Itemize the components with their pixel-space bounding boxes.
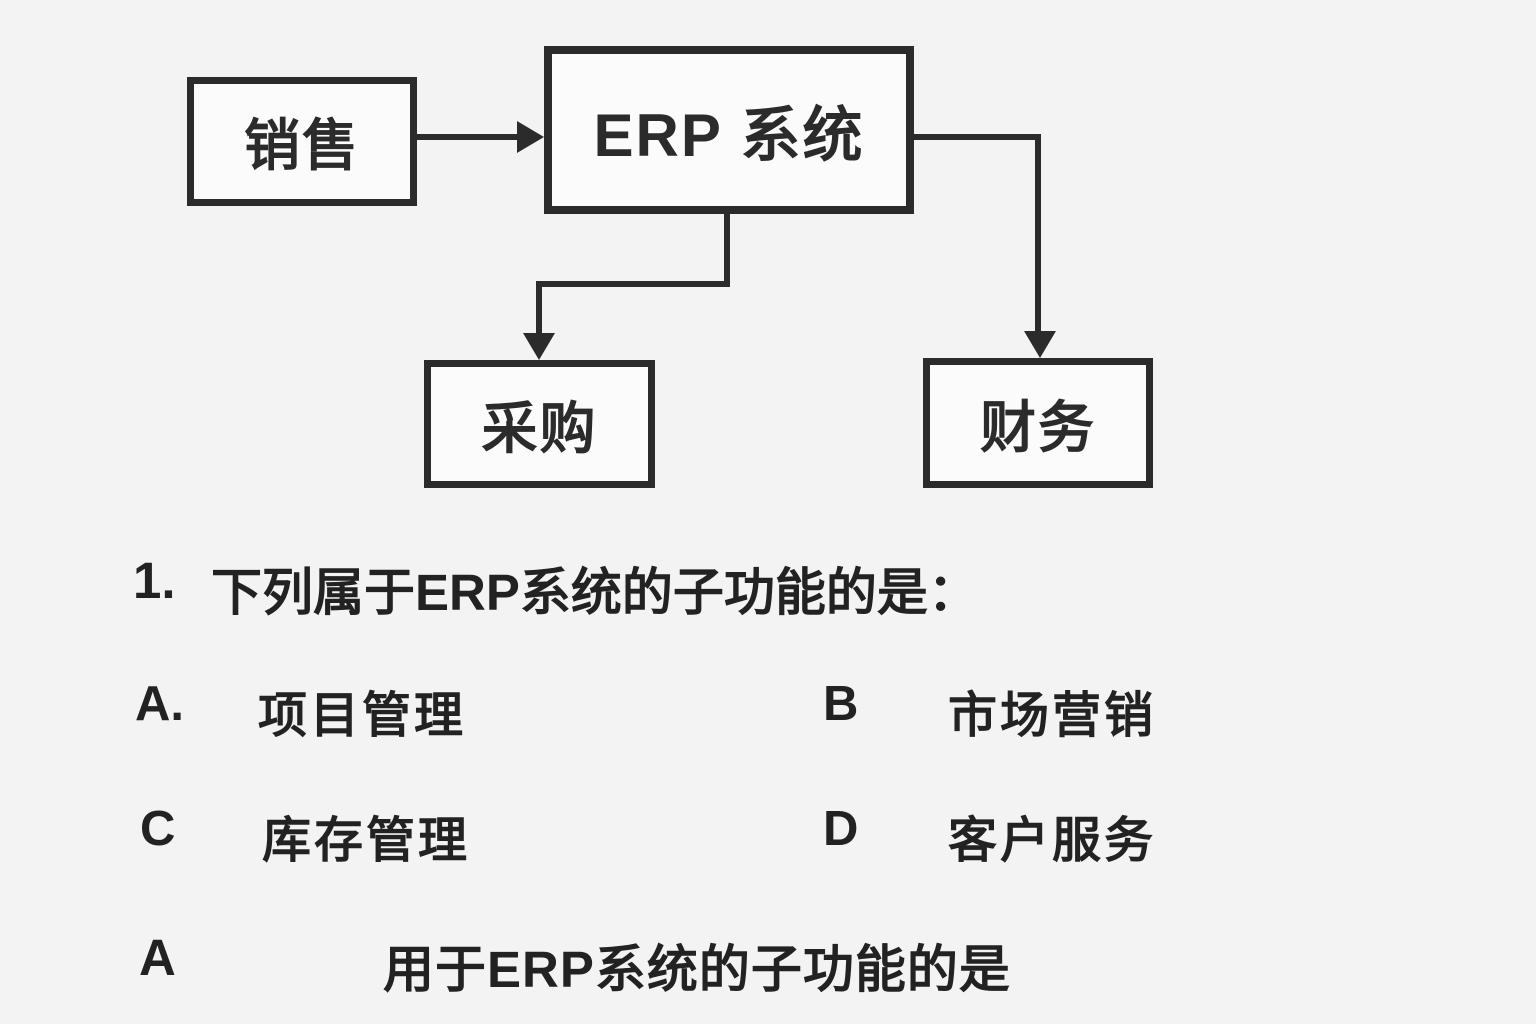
option-d-label: D [823, 802, 859, 856]
flowchart-node-finance-label: 财务 [980, 395, 1096, 459]
connector-sales-to-erp [415, 134, 520, 140]
connector-erp-to-finance-across [911, 134, 1041, 140]
arrowhead-into-purchase-icon [523, 333, 555, 360]
flowchart-node-finance: 财务 [923, 358, 1153, 488]
answer-label: A [139, 929, 176, 986]
option-c-label: C [140, 802, 176, 856]
flowchart-node-sales: 销售 [187, 77, 417, 206]
question-number: 1. [133, 552, 176, 609]
flowchart-node-purchase-label: 采购 [481, 396, 598, 460]
option-b-text: 市场营销 [948, 689, 1157, 743]
connector-erp-to-finance-down [1035, 134, 1041, 335]
connector-erp-to-purchase-across [536, 281, 730, 287]
option-b-label: B [823, 677, 859, 731]
flowchart-node-erp: ERP 系统 [544, 46, 914, 214]
flowchart-node-purchase: 采购 [424, 360, 655, 488]
flowchart-node-erp-label: ERP 系统 [593, 101, 865, 169]
connector-erp-to-purchase-down [536, 281, 542, 337]
option-d-text: 客户服务 [948, 814, 1157, 868]
option-a-label: A. [135, 677, 184, 731]
flowchart-node-sales-label: 销售 [244, 114, 360, 177]
option-c-text: 库存管理 [262, 814, 471, 868]
answer-text: 用于ERP系统的子功能的是 [383, 941, 1011, 998]
question-text: 下列属于ERP系统的子功能的是： [211, 564, 979, 621]
option-a-text: 项目管理 [258, 689, 467, 743]
arrowhead-into-finance-icon [1024, 331, 1056, 358]
connector-erp-to-purchase-drop [724, 212, 730, 284]
arrowhead-into-erp-icon [517, 121, 544, 153]
